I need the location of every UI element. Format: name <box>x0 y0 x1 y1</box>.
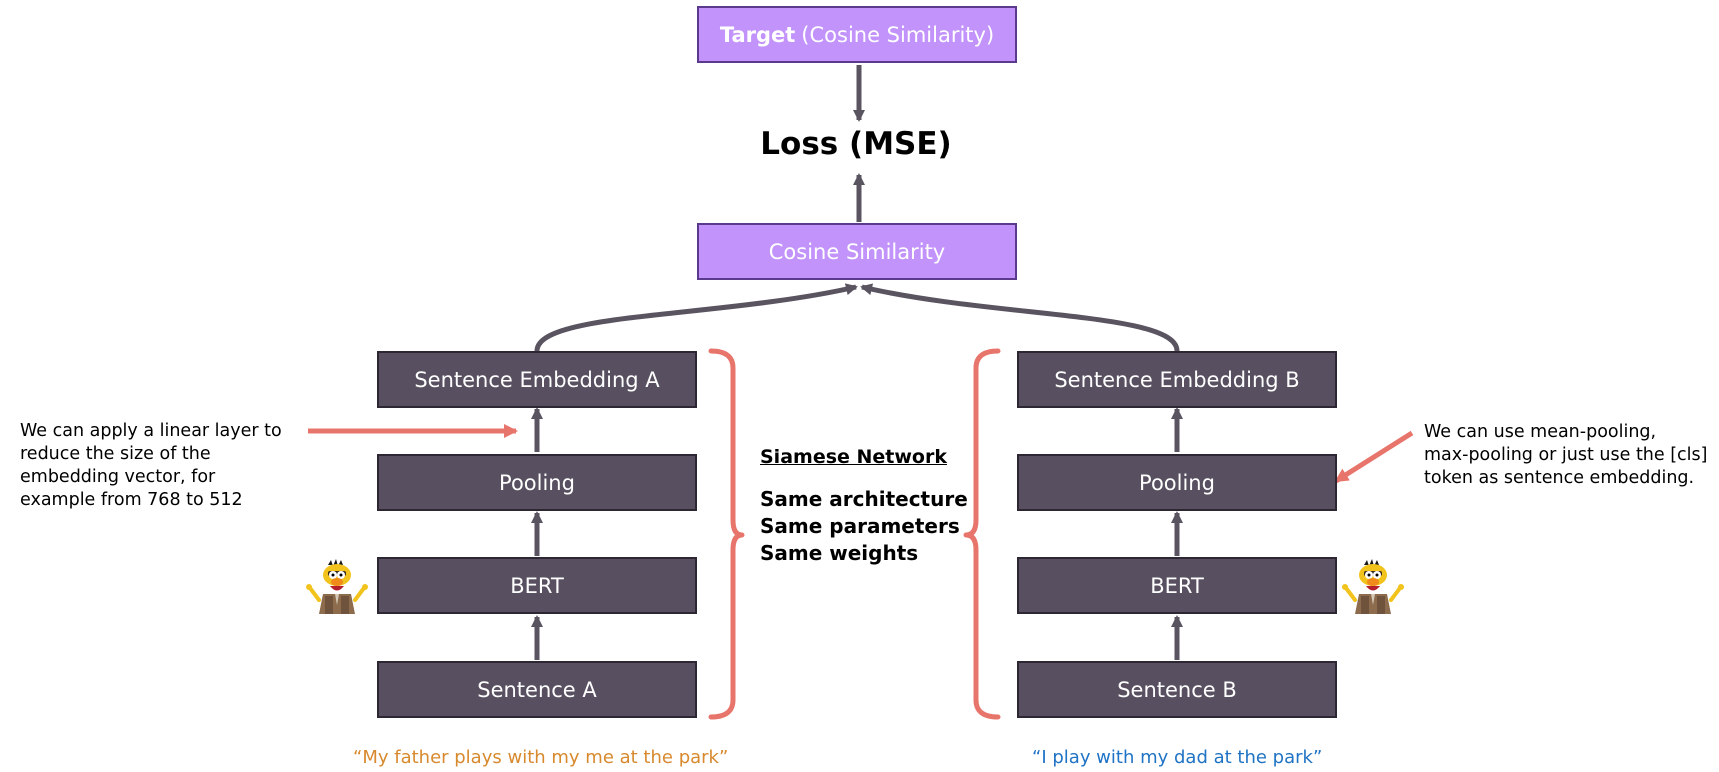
sentence-a-box: Sentence A <box>377 661 697 718</box>
sentence-embedding-b-box: Sentence Embedding B <box>1017 351 1337 408</box>
right-note-arrow <box>1334 430 1414 484</box>
loss-title: Loss (MSE) <box>760 126 952 162</box>
left-note-line-4: example from 768 to 512 <box>20 490 243 510</box>
siamese-line-weights: Same weights <box>760 541 919 565</box>
sentence-embedding-a-label: Sentence Embedding A <box>414 367 660 392</box>
sentence-embedding-a-box: Sentence Embedding A <box>377 351 697 408</box>
target-box: Target (Cosine Similarity) <box>697 6 1017 63</box>
right-example-quote: “I play with my dad at the park” <box>1032 747 1323 768</box>
target-label-rest: (Cosine Similarity) <box>801 22 995 47</box>
siamese-line-architecture: Same architecture <box>760 487 968 511</box>
siamese-line-parameters: Same parameters <box>760 514 960 538</box>
bert-puppet-icon <box>306 559 368 614</box>
left-note-line-1: We can apply a linear layer to <box>20 421 282 441</box>
right-note-line-3: token as sentence embedding. <box>1424 468 1695 488</box>
bert-a-label: BERT <box>510 573 564 598</box>
left-note: We can apply a linear layer to reduce th… <box>20 420 282 512</box>
bert-b-box: BERT <box>1017 557 1337 614</box>
bert-a-box: BERT <box>377 557 697 614</box>
cosine-similarity-box: Cosine Similarity <box>697 223 1017 280</box>
bert-b-label: BERT <box>1150 573 1204 598</box>
cosine-similarity-label: Cosine Similarity <box>768 239 946 264</box>
left-note-line-3: embedding vector, for <box>20 467 216 487</box>
bert-puppet-icon <box>1342 559 1404 614</box>
siamese-network-text: Siamese Network Same architecture Same p… <box>760 446 980 567</box>
target-label-strong: Target <box>719 22 796 47</box>
right-embedding-to-cosine-curve <box>860 283 1180 352</box>
pooling-b-box: Pooling <box>1017 454 1337 511</box>
right-note-line-1: We can use mean-pooling, <box>1424 422 1657 442</box>
pooling-a-box: Pooling <box>377 454 697 511</box>
right-brace <box>963 348 1001 720</box>
pooling-b-label: Pooling <box>1139 470 1215 495</box>
pooling-a-label: Pooling <box>499 470 575 495</box>
sentence-embedding-b-label: Sentence Embedding B <box>1054 367 1300 392</box>
left-note-line-2: reduce the size of the <box>20 444 211 464</box>
right-bert-avatar <box>1337 557 1409 614</box>
sentence-b-box: Sentence B <box>1017 661 1337 718</box>
left-embedding-to-cosine-curve <box>534 283 858 352</box>
sentence-b-label: Sentence B <box>1117 677 1237 702</box>
left-brace <box>708 348 745 720</box>
right-note-line-2: max-pooling or just use the [cls] <box>1424 445 1708 465</box>
left-bert-avatar <box>301 557 373 614</box>
siamese-network-title: Siamese Network <box>760 446 947 468</box>
right-note: We can use mean-pooling, max-pooling or … <box>1424 421 1708 490</box>
sentence-a-label: Sentence A <box>477 677 597 702</box>
left-example-quote: “My father plays with my me at the park” <box>353 747 729 768</box>
